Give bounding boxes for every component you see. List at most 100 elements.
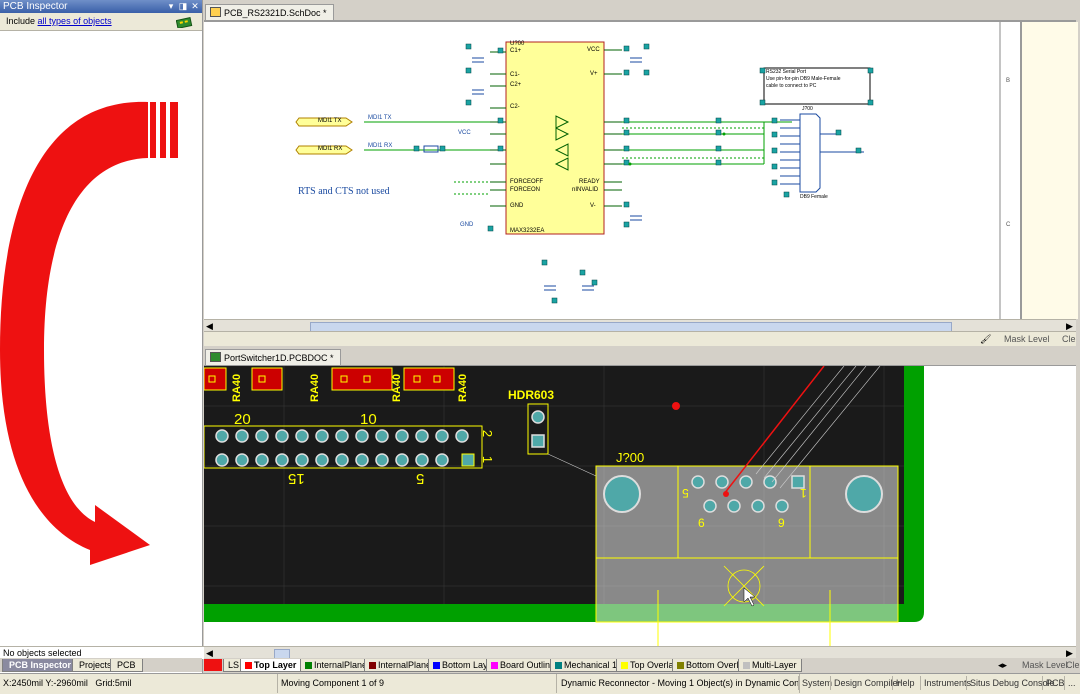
layer-tab-board-outline[interactable]: Board Outline (486, 659, 560, 672)
tab-schematic-doc[interactable]: PCB_RS2321D.SchDoc * (205, 4, 334, 21)
chip-designator: U?00 (510, 41, 524, 47)
layer-tab-bar: LS Top Layer InternalPlane1 InternalPlan… (204, 658, 1076, 672)
connector-part-name: DB9 Female (800, 194, 828, 200)
include-prefix: Include (0, 16, 35, 26)
pcb-canvas[interactable]: RA40 RA40 RA40 RA40 (204, 366, 1076, 646)
port-mdi1-rx[interactable]: MDI1 RX (318, 146, 342, 152)
schematic-doc-tab-label: PCB_RS2321D.SchDoc * (224, 8, 327, 18)
include-types-link[interactable]: all types of objects (38, 16, 112, 26)
pcb-inspector-panel: PCB Inspector ▾ ◨ ✕ Include all types of… (0, 0, 203, 673)
application-status-bar: X:2450mil Y:-2960mil Grid:5mil Moving Co… (0, 673, 1080, 694)
j700-pin-label-9: 9 (778, 516, 785, 530)
panel-title: PCB Inspector (0, 1, 67, 12)
schematic-note: RTS and CTS not used (298, 186, 390, 197)
net-label-tx: MDI1 TX (368, 115, 392, 121)
dynamic-reconnector-status: Dynamic Reconnector - Moving 1 Object(s)… (558, 674, 800, 693)
status-more-button[interactable]: ... (1064, 676, 1079, 690)
chip-pin-forceon: FORCEON (510, 187, 540, 193)
header-row-label-2: 2 (480, 430, 495, 437)
svg-text:RA40: RA40 (457, 374, 469, 402)
panel-menu-icon[interactable]: ▾ (166, 1, 176, 11)
header-row-label-20: 20 (234, 411, 251, 428)
status-help-button[interactable]: Help (892, 676, 918, 690)
pcb-clear[interactable]: Cle (1066, 659, 1080, 671)
header-row-label-1: 1 (480, 456, 495, 463)
layer-swatch (305, 662, 312, 669)
layer-swatch (491, 662, 498, 669)
layer-swatch (245, 662, 252, 669)
left-panel-tabs: PCB Inspector Projects PCB (0, 658, 202, 672)
chip-pin-c1p: C1+ (510, 48, 521, 54)
include-filter-row: Include all types of objects (0, 13, 202, 31)
chip-pin-ready: READY (579, 179, 600, 185)
layer-tab-label: Board Outline (500, 660, 555, 670)
schematic-mask-level[interactable]: Mask Level (1004, 332, 1050, 346)
tab-pcb-doc[interactable]: PortSwitcher1D.PCBDOC * (205, 349, 341, 366)
border-marker-b: B (1006, 78, 1010, 84)
schematic-doc-icon (210, 7, 221, 17)
gnd-power-port: GND (460, 222, 473, 228)
panel-title-bar: PCB Inspector ▾ ◨ ✕ (0, 0, 202, 13)
layer-tab-multi-layer[interactable]: Multi-Layer (738, 659, 802, 672)
schematic-canvas[interactable]: U?00 MAX3232EA C1+ C1- C2+ C2- FORCEOFF … (204, 22, 1020, 319)
chip-pin-c2p: C2+ (510, 82, 521, 88)
cursor-coordinates: X:2450mil Y:-2960mil (3, 678, 88, 688)
panel-pin-icon[interactable]: ◨ (178, 1, 188, 11)
j700-pin-label-1: 1 (800, 486, 807, 500)
current-layer-swatch[interactable] (204, 659, 222, 671)
svg-text:RA40: RA40 (309, 374, 321, 402)
layer-swatch (555, 662, 562, 669)
port-mdi1-tx[interactable]: MDI1 TX (318, 118, 342, 124)
svg-text:RA40: RA40 (391, 374, 403, 402)
chip-pin-gnd: GND (510, 203, 523, 209)
schematic-sheet-margin (1020, 22, 1078, 319)
connector-note-line3: cable to connect to PC (766, 83, 840, 90)
tab-pcb-inspector[interactable]: PCB Inspector (2, 659, 78, 672)
border-marker-c: C (1006, 222, 1010, 228)
pcb-mask-level[interactable]: Mask Level (1022, 659, 1068, 671)
chip-pin-vminus: V- (590, 203, 596, 209)
chip-pin-c2n: C2- (510, 104, 520, 110)
chip-pin-c1n: C1- (510, 72, 520, 78)
header-row-label-15: 15 (288, 470, 305, 487)
net-label-rx: MDI1 RX (368, 143, 392, 149)
svg-text:RA40: RA40 (231, 374, 243, 402)
chip-pin-vcc: VCC (587, 47, 600, 53)
hdr603-designator: HDR603 (508, 388, 554, 402)
connector-note-line1: RS232 Serial Port (766, 69, 840, 76)
schematic-status-strip: 🖌 Mask Level Cle (204, 331, 1076, 346)
schematic-drawing (204, 22, 1020, 319)
chip-pin-vplus: V+ (590, 71, 598, 77)
layer-swatch (743, 662, 750, 669)
layer-tab-label: Top Overlay (630, 660, 678, 670)
connector-note-line2: Use pin-for-pin DB9 Male-Female (766, 76, 840, 83)
chip-pin-ninvalid: nINVALID (572, 187, 598, 193)
layer-swatch (433, 662, 440, 669)
layer-tab-label: Multi-Layer (752, 660, 797, 670)
status-message: Moving Component 1 of 9 (278, 674, 557, 693)
layer-tab-label: Top Layer (254, 660, 296, 670)
vcc-power-port: VCC (458, 130, 471, 136)
schematic-clear[interactable]: Cle (1062, 332, 1076, 346)
coordinates-cell: X:2450mil Y:-2960mil Grid:5mil (0, 674, 278, 693)
mask-brush-icon[interactable]: 🖌 (980, 332, 991, 346)
connector-designator: J?00 (802, 106, 813, 112)
panel-close-icon[interactable]: ✕ (190, 1, 200, 11)
header-row-label-10: 10 (360, 411, 377, 428)
layer-swatch (369, 662, 376, 669)
layer-scroll-icon[interactable]: ◂▸ (998, 659, 1007, 671)
connector-note: RS232 Serial Port Use pin-for-pin DB9 Ma… (766, 69, 840, 90)
pcb-board-icon (176, 16, 194, 28)
header-row-label-5: 5 (416, 470, 424, 487)
grid-size: Grid:5mil (95, 678, 131, 688)
layer-tab-top-layer[interactable]: Top Layer (240, 659, 301, 672)
tab-pcb[interactable]: PCB (110, 659, 143, 672)
j700-pin-label-5: 5 (682, 486, 689, 500)
pcb-drawing: RA40 RA40 RA40 RA40 (204, 366, 1076, 646)
chip-part-name: MAX3232EA (510, 228, 544, 234)
layer-swatch (677, 662, 684, 669)
pcb-doc-tab-label: PortSwitcher1D.PCBDOC * (224, 353, 334, 363)
layer-swatch (621, 662, 628, 669)
layer-tab-label: Mechanical 15 (564, 660, 622, 670)
pcb-doc-icon (210, 352, 221, 362)
